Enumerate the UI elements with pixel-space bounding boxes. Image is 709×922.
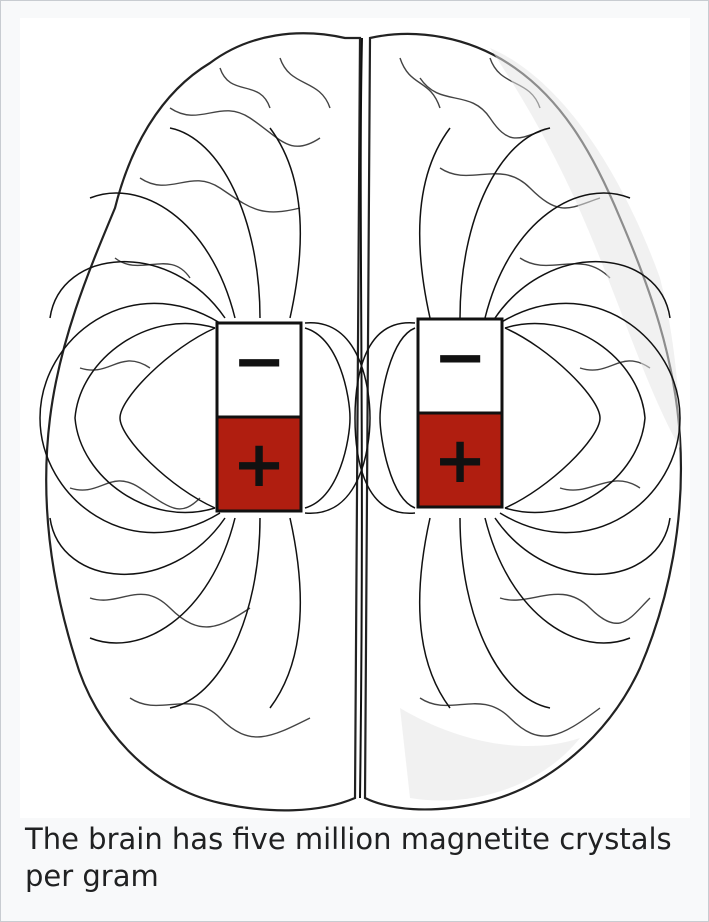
right-magnet-negative-sign: −	[433, 321, 487, 395]
figure-caption: The brain has five million magnetite cry…	[25, 821, 685, 895]
left-magnet-negative-sign: −	[232, 325, 286, 399]
brain-magnet-illustration: − + − +	[20, 18, 690, 818]
brain-diagram-svg: − + − +	[20, 18, 690, 818]
left-magnet-positive-sign: +	[232, 428, 286, 502]
left-magnet: − +	[217, 323, 301, 511]
right-hemisphere	[365, 34, 681, 809]
right-magnet-positive-sign: +	[433, 424, 487, 498]
left-hemisphere	[46, 33, 360, 810]
longitudinal-fissure	[360, 38, 362, 798]
right-magnet: − +	[418, 319, 502, 507]
